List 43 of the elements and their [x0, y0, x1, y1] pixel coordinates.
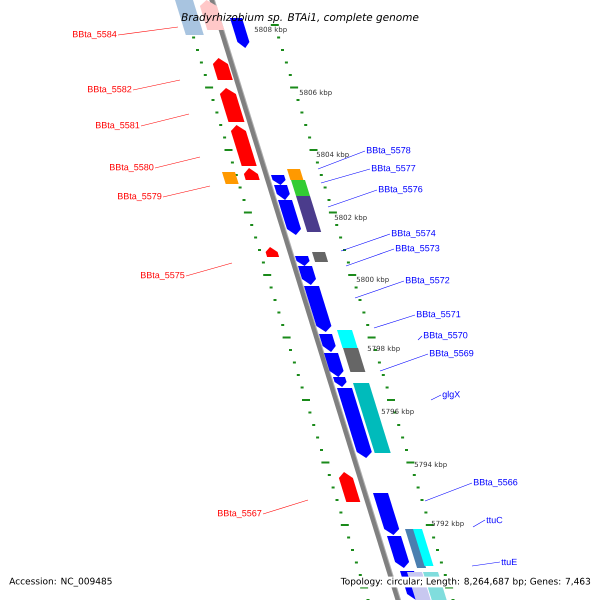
- leader-line: [318, 150, 366, 170]
- gene-label: BBta_5567: [218, 510, 262, 518]
- gene-label: BBta_5576: [378, 186, 422, 194]
- gene-label: ttuE: [501, 558, 517, 566]
- gene-label: BBta_5571: [416, 311, 460, 319]
- title: Bradyrhizobium sp. BTAi1, complete genome: [181, 12, 418, 24]
- leader-line: [162, 186, 210, 198]
- leader-line: [430, 394, 442, 400]
- footer-text: Topology: circular; Length: 8,264,687 bp; Genes: 7,463: [340, 576, 592, 588]
- leader-line: [472, 562, 500, 566]
- gene-label: ttuC: [486, 516, 502, 524]
- leader-line: [354, 280, 404, 298]
- footer-text: Accession: NC_009485: [9, 578, 112, 586]
- leader-line: [418, 336, 422, 340]
- gene-label: BBta_5577: [372, 165, 416, 173]
- gene-label: BBta_5573: [396, 244, 440, 254]
- leader-line: [374, 314, 416, 328]
- leader-line: [186, 262, 232, 276]
- leader-line: [132, 80, 180, 90]
- gene-label: BBta_5578: [366, 146, 410, 156]
- gene-label: BBta_5580: [110, 164, 154, 172]
- leader-line: [154, 156, 200, 168]
- gene-label: BBta_5579: [118, 192, 162, 202]
- gene-label: BBta_5569: [430, 350, 474, 358]
- leader-line: [118, 26, 178, 36]
- leader-line: [424, 482, 472, 502]
- gene-label: BBta_5572: [406, 276, 450, 286]
- gene-label: BBta_5575: [141, 272, 184, 280]
- leader-line: [320, 168, 370, 184]
- gene-label: glgX: [442, 390, 460, 400]
- leader-line: [262, 500, 308, 514]
- leader-line: [340, 234, 390, 252]
- gene-label: BBta_5570: [424, 332, 468, 340]
- gene-label: BBta_5566: [474, 478, 518, 488]
- leader-line: [472, 520, 486, 528]
- gene-label: BBta_5574: [392, 230, 436, 238]
- gene-label: BBta_5584: [73, 30, 117, 40]
- gene-label: BBta_5582: [88, 86, 132, 94]
- gene-label: BBta_5581: [96, 122, 140, 130]
- leader-line: [380, 354, 428, 372]
- leader-line: [328, 190, 378, 208]
- leader-line: [140, 114, 190, 126]
- leader-line: [346, 248, 394, 266]
